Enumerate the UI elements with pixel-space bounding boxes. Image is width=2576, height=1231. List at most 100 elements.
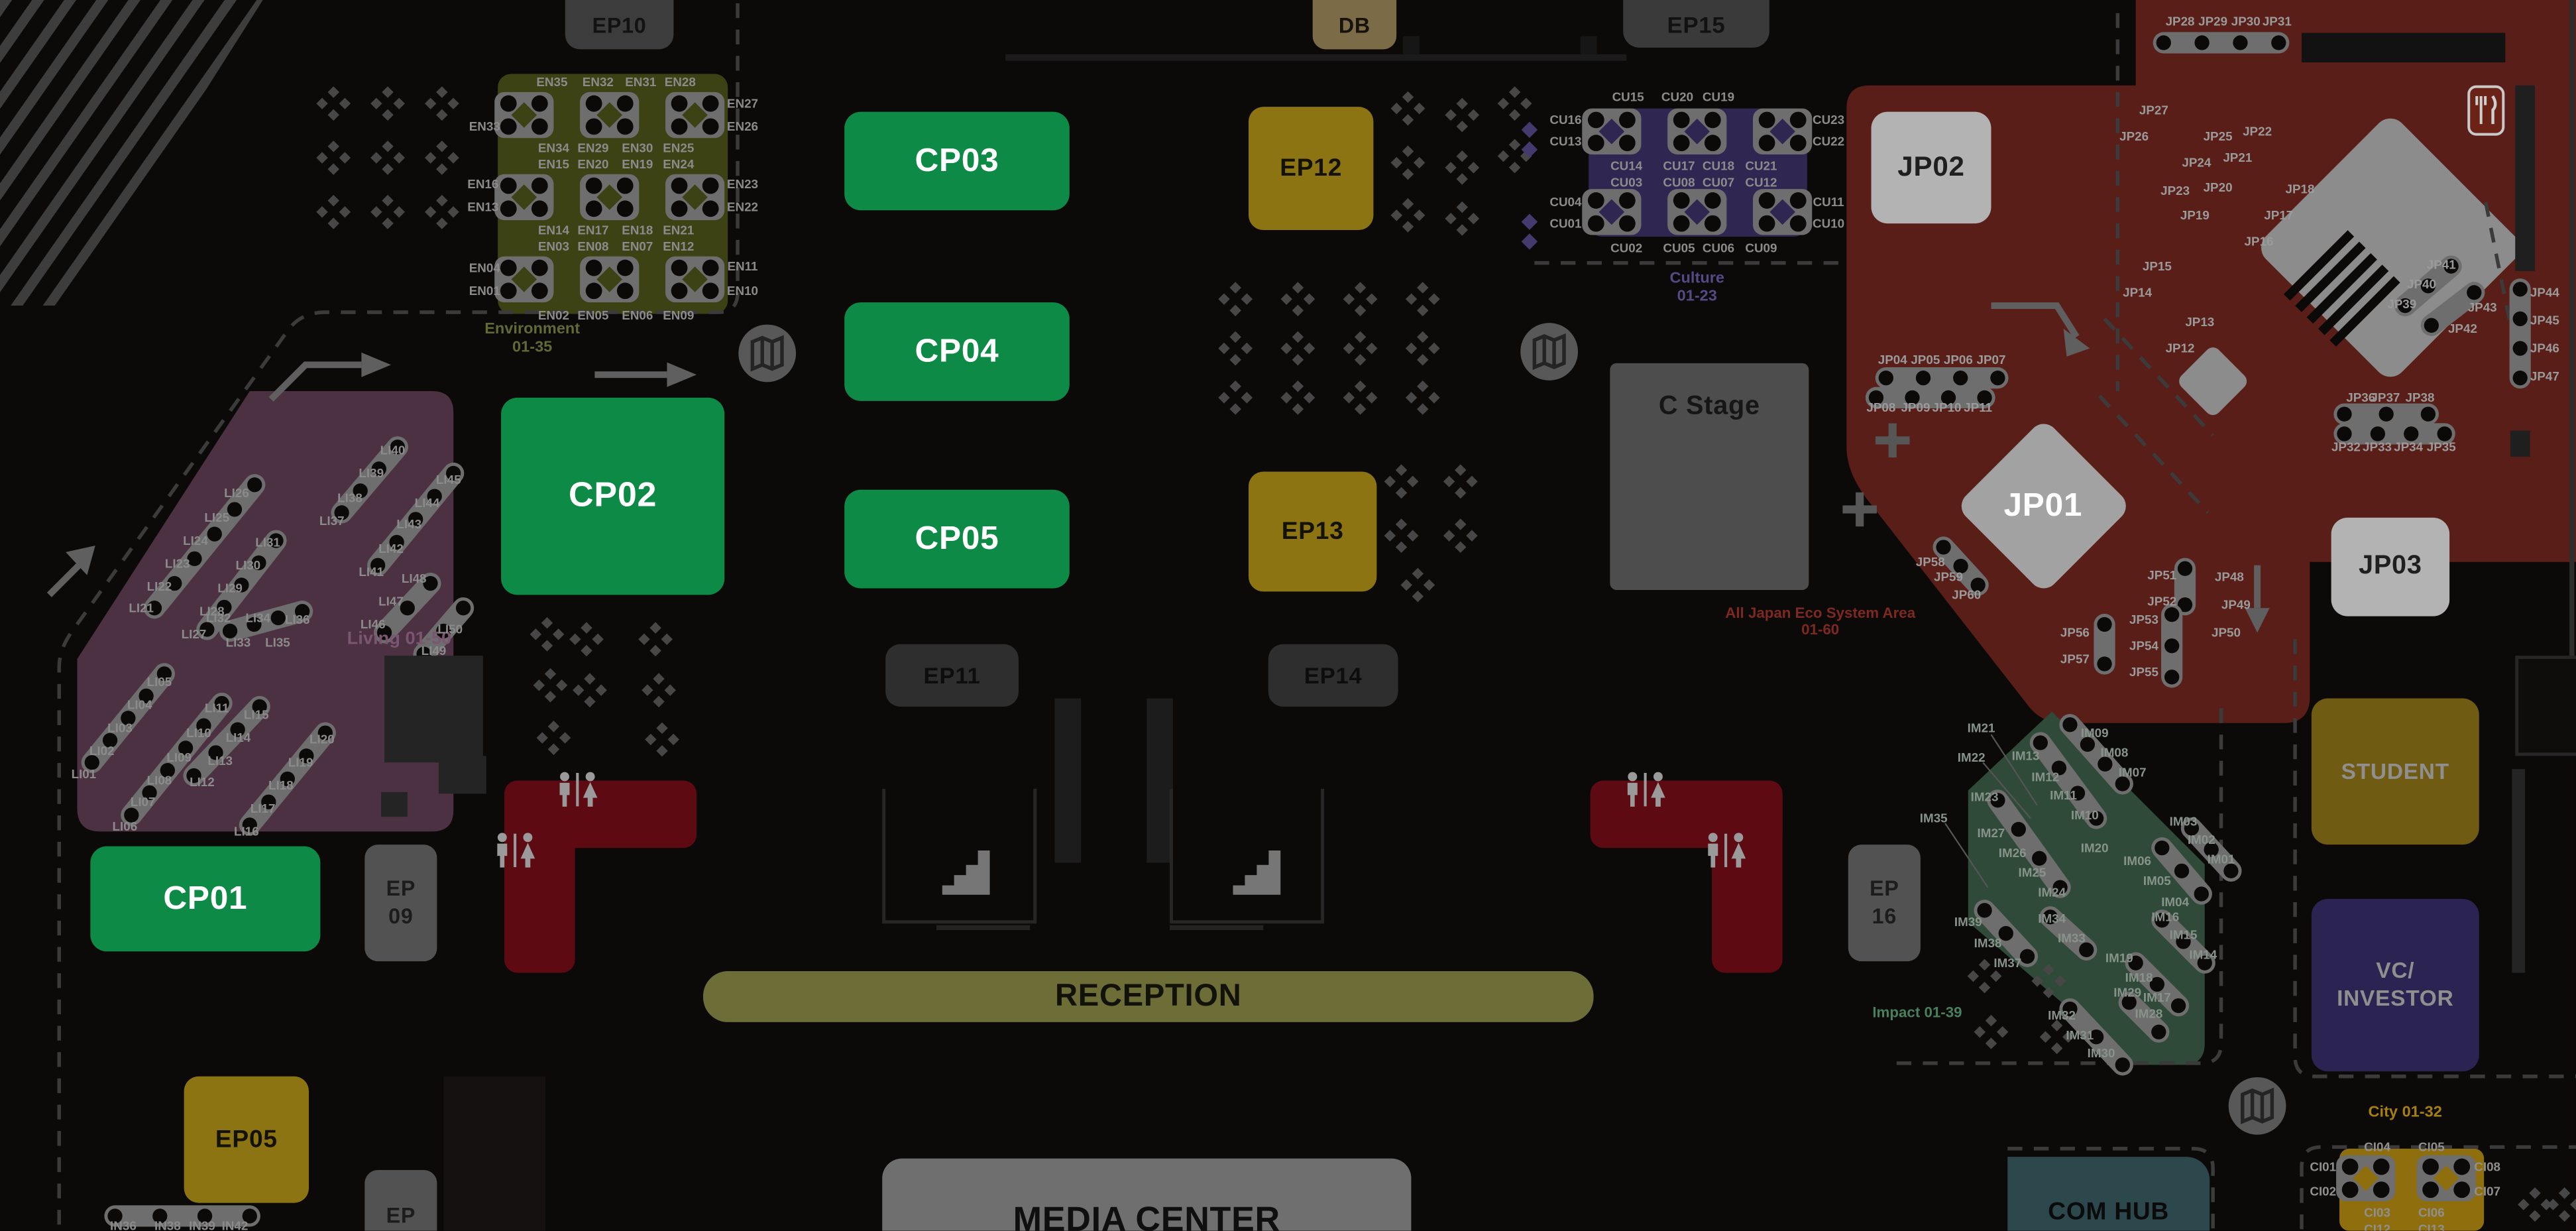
xmark-icon: [370, 194, 405, 229]
booth-ep13[interactable]: EP13: [1249, 471, 1377, 592]
booth-strip: [2059, 998, 2133, 1076]
xmark-icon: [424, 141, 459, 175]
xmark-icon: [1390, 145, 1426, 180]
booth-cluster: [665, 91, 725, 139]
xmark-icon: [569, 622, 604, 657]
booth-jp02[interactable]: JP02: [1871, 111, 1991, 224]
booth-cluster: [1753, 189, 1813, 235]
cstage[interactable]: C Stage: [1610, 363, 1809, 590]
booth-cp03[interactable]: CP03: [844, 111, 1070, 211]
mapicon-icon[interactable]: [2229, 1077, 2286, 1135]
xmark-icon: [370, 141, 405, 175]
booth-strip: [331, 436, 409, 524]
booth-strip: [2161, 604, 2183, 688]
vc-line1: VC/: [2376, 957, 2415, 982]
booth-strip: [2151, 909, 2215, 974]
booth-ep09-line1: EP: [386, 876, 416, 902]
area-label-living: Living 01-50: [347, 629, 452, 650]
booth-ep05[interactable]: EP05: [184, 1076, 309, 1203]
booth-ep14[interactable]: EP14: [1268, 644, 1398, 707]
com-hub[interactable]: COM HUB: [2007, 1157, 2210, 1231]
mapicon-icon[interactable]: [1520, 323, 1578, 381]
booth-cluster: [2416, 1155, 2476, 1202]
xmark-icon: [316, 86, 351, 121]
booth-db[interactable]: DB: [1312, 0, 1397, 50]
booth-strip: [219, 601, 313, 642]
booth-ep16-line1: EP: [1870, 876, 1899, 902]
booth-cluster: [494, 174, 554, 221]
restroom-right[interactable]: [1590, 780, 1783, 973]
booth-cp01-label: CP01: [163, 880, 248, 917]
booth-ep12[interactable]: EP12: [1249, 107, 1374, 231]
booth-strip: [1875, 367, 2009, 389]
xmark-icon: [316, 194, 351, 229]
booth-cluster: [1582, 108, 1642, 155]
booth-cp01[interactable]: CP01: [90, 846, 321, 952]
xmark-icon: [536, 721, 571, 755]
booth-cp02[interactable]: CP02: [501, 397, 725, 595]
booth-strip: [2394, 255, 2462, 317]
reception[interactable]: RECEPTION: [702, 971, 1594, 1022]
wall-bar: [1147, 698, 1173, 863]
booth-strip: [2039, 906, 2098, 961]
mapicon-icon[interactable]: [738, 325, 796, 382]
booth-strip: [2029, 732, 2107, 829]
zone-vc-investor[interactable]: VC/INVESTOR: [2311, 898, 2479, 1072]
booth-cp04[interactable]: CP04: [844, 302, 1070, 401]
booth-ep11[interactable]: EP11: [885, 644, 1019, 707]
label-leader-line: [1944, 823, 1989, 888]
structure-block: [1580, 36, 1597, 54]
wc-icon: [559, 772, 598, 807]
stage-diamond-small: [2179, 347, 2247, 416]
booth-strip: [2174, 557, 2196, 616]
walkway-dashes: [57, 3, 2576, 1230]
xmark-icon: [1405, 381, 1440, 415]
xmark-icon: [2518, 1187, 2552, 1222]
xmark-icon: [1384, 518, 1419, 554]
zone-student[interactable]: STUDENT: [2311, 698, 2479, 845]
zone-culture[interactable]: [1589, 108, 1807, 237]
booth-strip: [239, 722, 336, 836]
booth-cluster: [580, 91, 640, 139]
booth-ep16-line2: 16: [1872, 903, 1897, 928]
wall-line: [1170, 925, 1264, 931]
media-center[interactable]: MEDIA CENTER: [882, 1158, 1412, 1231]
booth-cp05[interactable]: CP05: [844, 489, 1070, 589]
booth-ep-bottom[interactable]: EP: [364, 1170, 437, 1231]
restroom-left[interactable]: [504, 780, 697, 973]
structure-bar: [2302, 32, 2506, 63]
xmark-icon: [1497, 86, 1532, 121]
booth-ep10[interactable]: EP10: [565, 0, 674, 50]
booth-cp03-label: CP03: [915, 142, 999, 178]
booth-jp03[interactable]: JP03: [2331, 517, 2450, 616]
booth-ep15[interactable]: EP15: [1623, 0, 1769, 48]
booth-strip: [2509, 278, 2531, 389]
escalator-well: [882, 788, 1037, 924]
booth-strip: [1987, 790, 2071, 898]
xmark-icon: [1218, 282, 1253, 317]
xmark-icon: [1405, 282, 1440, 317]
structure-block: [443, 1076, 546, 1231]
map-edge-line: [2569, 0, 2575, 753]
structure-block: [438, 756, 486, 794]
booth-strip: [2151, 837, 2212, 905]
booth-db-label: DB: [1338, 12, 1371, 37]
xmark-icon: [1390, 91, 1426, 126]
structure-bar: [2512, 769, 2526, 973]
student-label: STUDENT: [2341, 759, 2449, 784]
booth-ep09-line2: 09: [388, 903, 414, 928]
wall-line: [936, 925, 1031, 931]
booth-strip: [373, 572, 441, 644]
wall-line: [1005, 54, 1627, 61]
booth-strip: [2153, 32, 2290, 54]
booth-ep15-label: EP15: [1667, 11, 1726, 37]
xmark-icon: [1343, 331, 1378, 366]
xmark-icon: [645, 722, 679, 757]
booth-cluster: [665, 174, 725, 221]
xmark-icon: [1974, 1014, 2009, 1049]
xmark-icon: [424, 86, 459, 121]
xmark-icon: [316, 141, 351, 175]
